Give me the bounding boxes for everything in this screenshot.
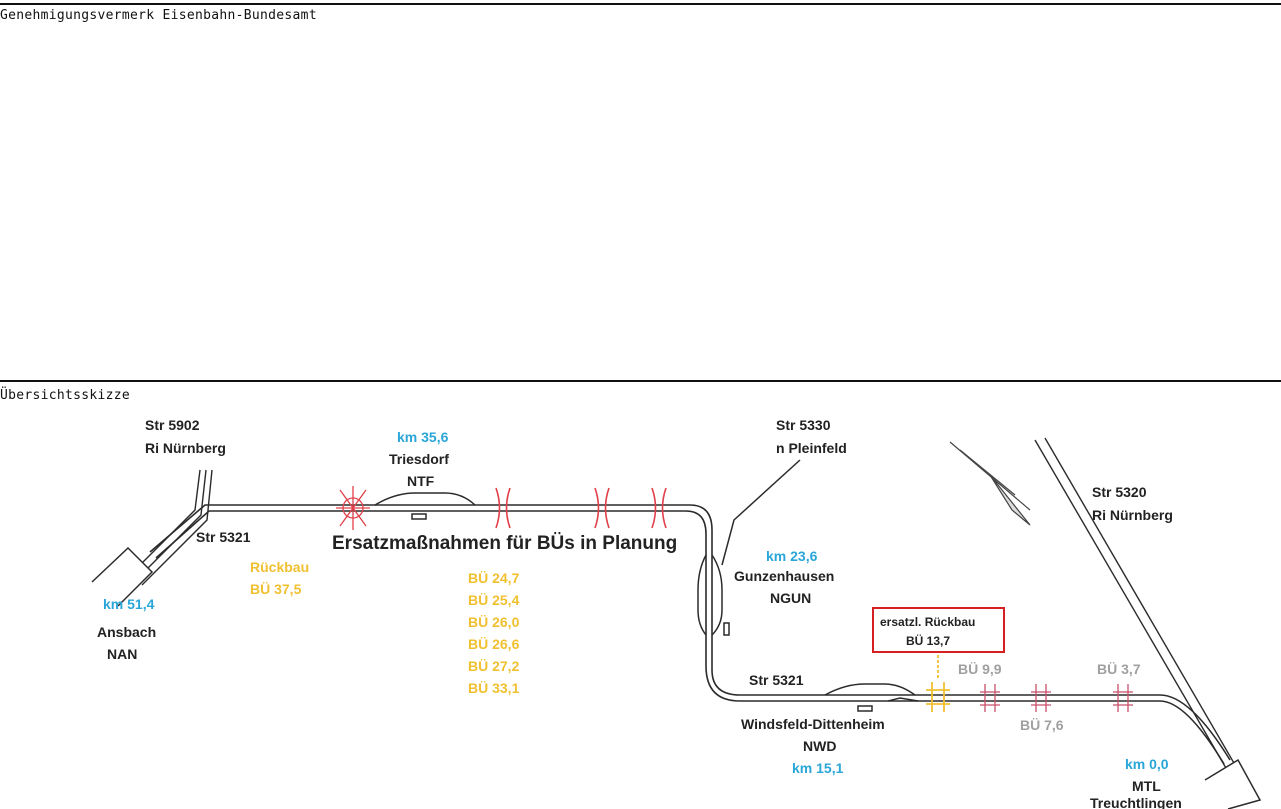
gunzenhausen-label: Gunzenhausen — [734, 568, 834, 584]
north-arrow-icon — [949, 441, 1031, 526]
km-35-6-label: km 35,6 — [397, 429, 449, 445]
bu-list-item-2: BÜ 25,4 — [468, 592, 520, 608]
ansbach-label: Ansbach — [97, 624, 156, 640]
top-rule — [0, 3, 1281, 5]
crossing-bu-7-6-icon — [1031, 684, 1051, 712]
bu-list-item-5: BÜ 27,2 — [468, 658, 520, 674]
str5330-label: Str 5330 — [776, 417, 831, 433]
rueckbau-box — [872, 607, 1005, 653]
n-pleinfeld-label: n Pleinfeld — [776, 440, 847, 456]
diagram-title: Ersatzmaßnahmen für BÜs in Planung — [332, 533, 677, 554]
crossing-bu-3-icon — [651, 487, 667, 529]
bu-37-5-label: BÜ 37,5 — [250, 581, 302, 597]
km-0-0-label: km 0,0 — [1125, 756, 1169, 772]
windsfeld-station — [824, 683, 919, 712]
str5902-label: Str 5902 — [145, 417, 200, 433]
rueckbau-label: Rückbau — [250, 559, 309, 575]
bu-list-item-3: BÜ 26,0 — [468, 614, 520, 630]
bu-9-9-label: BÜ 9,9 — [958, 661, 1002, 677]
box-line-1: ersatzl. Rückbau — [880, 615, 975, 629]
bu-3-7-label: BÜ 3,7 — [1097, 661, 1141, 677]
str5320-label: Str 5320 — [1092, 484, 1147, 500]
km-51-4-label: km 51,4 — [103, 596, 155, 612]
crossing-bu-1-icon — [495, 487, 511, 529]
crossing-triesdorf-icon — [336, 486, 370, 530]
nan-label: NAN — [107, 646, 137, 662]
str5321-label-a: Str 5321 — [196, 529, 251, 545]
bu-7-6-label: BÜ 7,6 — [1020, 717, 1064, 733]
str5321-label-b: Str 5321 — [749, 672, 804, 688]
treuchtlingen-label: Treuchtlingen — [1090, 795, 1182, 809]
crossing-bu-2-icon — [594, 487, 610, 529]
sketch-label: Übersichtsskizze — [0, 388, 131, 403]
main-track — [149, 504, 1231, 765]
ri-nuernberg-label-1: Ri Nürnberg — [145, 440, 226, 456]
crossing-bu-13-7-icon — [926, 655, 950, 712]
crossing-bu-3-7-icon — [1113, 684, 1133, 712]
box-line-2: BÜ 13,7 — [906, 633, 950, 648]
windsfeld-label: Windsfeld-Dittenheim — [741, 716, 885, 732]
crossing-bu-9-9-icon — [980, 684, 1000, 712]
bu-list-item-1: BÜ 24,7 — [468, 570, 520, 586]
nwd-label: NWD — [803, 738, 836, 754]
bu-list-item-6: BÜ 33,1 — [468, 680, 520, 696]
line-str5320 — [1034, 437, 1239, 776]
sketch-rule — [0, 380, 1281, 382]
triesdorf-label: Triesdorf — [389, 451, 449, 467]
km-15-1-label: km 15,1 — [792, 760, 844, 776]
branch-str5330 — [721, 459, 801, 566]
treuchtlingen-block — [1204, 758, 1262, 809]
gunzenhausen-station — [697, 554, 730, 636]
ngun-label: NGUN — [770, 590, 811, 606]
bu-list-item-4: BÜ 26,6 — [468, 636, 520, 652]
approval-label: Genehmigungsvermerk Eisenbahn-Bundesamt — [0, 8, 317, 23]
ntf-label: NTF — [407, 473, 435, 489]
ansbach-block — [91, 546, 154, 607]
triesdorf-station — [374, 492, 476, 520]
branch-str5902 — [129, 469, 213, 586]
ri-nuernberg-label-2: Ri Nürnberg — [1092, 507, 1173, 523]
mtl-label: MTL — [1132, 778, 1161, 794]
km-23-6-label: km 23,6 — [766, 548, 818, 564]
